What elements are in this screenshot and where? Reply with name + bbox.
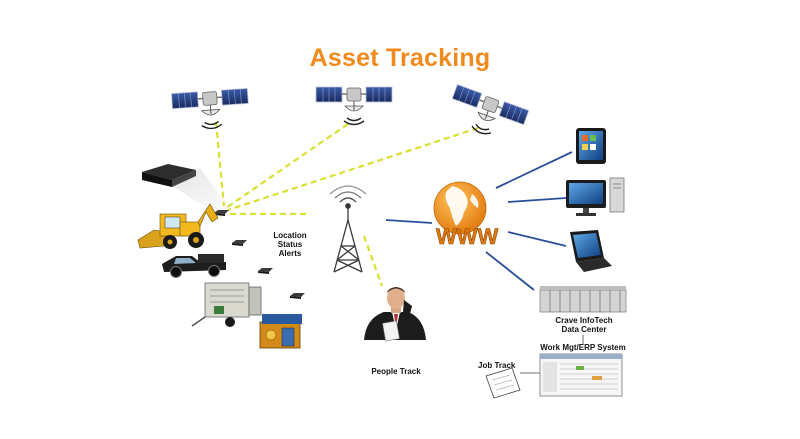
backhoe-icon [137, 203, 219, 249]
asset-status-labels: Location Status Alerts [265, 231, 315, 258]
location-label: Location [273, 231, 307, 240]
alerts-label: Alerts [278, 249, 302, 258]
desktop-icon [566, 177, 625, 216]
satellite-links [214, 121, 479, 287]
pickup-truck-icon [162, 254, 226, 278]
tablet-icon [576, 128, 606, 164]
gps-tracker-icon [258, 268, 273, 274]
www-label: WWW [436, 224, 499, 249]
people-track-label: People Track [371, 367, 421, 376]
data-center-line1: Crave InfoTech [555, 316, 613, 325]
satellite-icon [443, 83, 530, 147]
work-mgt-label: Work Mgt/ERP System [540, 343, 626, 352]
status-label: Status [277, 240, 303, 249]
report-links [520, 335, 584, 374]
satellite-icon [170, 87, 251, 132]
generator-trailer-icon [191, 282, 262, 327]
gps-tracker-icon [290, 293, 305, 299]
data-center-label: Crave InfoTech Data Center [538, 316, 630, 334]
gps-tracker-icon [142, 164, 196, 187]
report-screen-icon [539, 353, 623, 397]
network-links [385, 151, 573, 291]
server-rack-icon [539, 286, 627, 313]
globe-icon: WWW [433, 181, 499, 249]
page-title: Asset Tracking [309, 44, 491, 72]
clipboard-icon [485, 367, 521, 399]
satellite-icon [315, 86, 393, 126]
gps-tracker-icon [232, 240, 247, 246]
cell-tower-icon [329, 185, 367, 273]
container-icon [259, 314, 302, 349]
laptop-icon [570, 230, 612, 272]
data-center-line2: Data Center [561, 325, 607, 334]
job-track-label: Job Track [478, 361, 516, 370]
person-icon [364, 287, 426, 342]
